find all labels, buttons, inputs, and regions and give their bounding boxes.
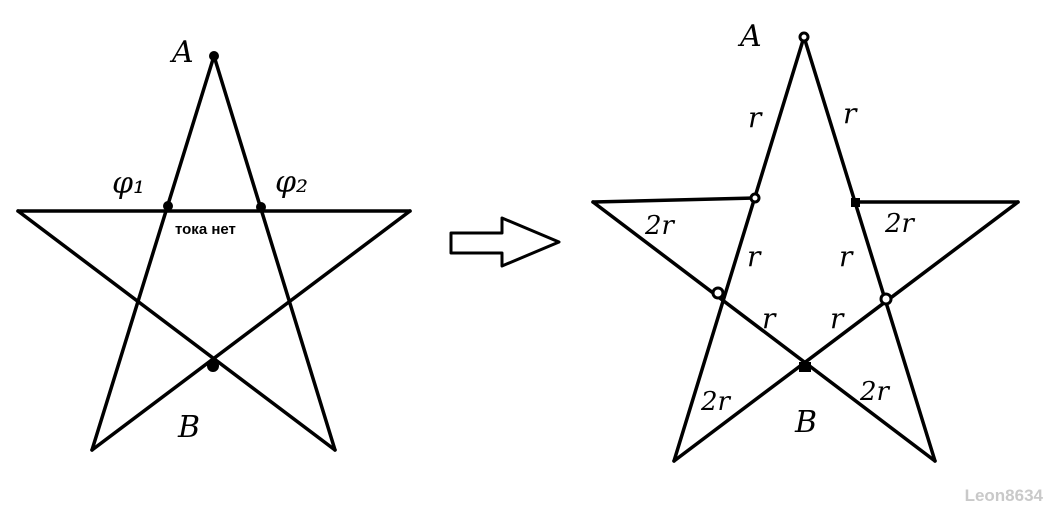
left-label-no-current: тока нет [175, 221, 236, 238]
right-label-r-top-right: r [843, 97, 858, 130]
left-edge-r-bl [90, 209, 412, 452]
right-label-2r-bottom-right: 2r [859, 377, 891, 407]
left-edge-l-br [16, 209, 337, 452]
right-label-r-top-left: r [748, 101, 763, 134]
right-label-r-mid-left: r [747, 240, 762, 273]
right-label-2r-bottom-left: 2r [700, 387, 732, 417]
right-label-a: A [737, 19, 762, 54]
right-label-2r-left-tip: 2r [644, 211, 676, 241]
right-label-r-mid-right: r [839, 240, 854, 273]
left-node-phi1 [163, 201, 173, 211]
right-label-r-low-right: r [830, 302, 845, 335]
left-label-a: A [169, 35, 194, 70]
right-node-upper-left [749, 192, 761, 204]
left-node-b [207, 360, 219, 372]
right-edge-r-bl [672, 200, 1020, 463]
left-label-phi2: φ₂ [275, 165, 308, 200]
left-label-phi1: φ₁ [112, 166, 145, 201]
left-edge-a-br [212, 54, 337, 452]
right-arrow-icon [449, 216, 561, 268]
right-edge-l-br [591, 200, 937, 463]
right-node-a [798, 31, 810, 43]
right-node-b [799, 362, 811, 372]
right-edge-a-bl [672, 35, 806, 463]
right-star: A B r r r r r r 2r 2r 2r 2r [591, 19, 1020, 463]
right-label-2r-right-tip: 2r [884, 209, 916, 239]
right-node-lower-right [879, 292, 893, 306]
left-edge-a-bl [90, 54, 216, 452]
right-edge-a-br [802, 35, 937, 463]
right-node-lower-left [711, 286, 725, 300]
right-edge-top-left [591, 196, 757, 204]
watermark: Leon8634 [965, 486, 1044, 505]
left-node-a [209, 51, 219, 61]
left-label-b: B [177, 410, 200, 445]
right-label-r-low-left: r [762, 302, 777, 335]
right-node-upper-right [851, 198, 860, 207]
right-label-b: B [794, 405, 817, 440]
left-node-phi2 [256, 202, 266, 212]
left-star: A B φ₁ φ₂ тока нет [16, 35, 412, 452]
